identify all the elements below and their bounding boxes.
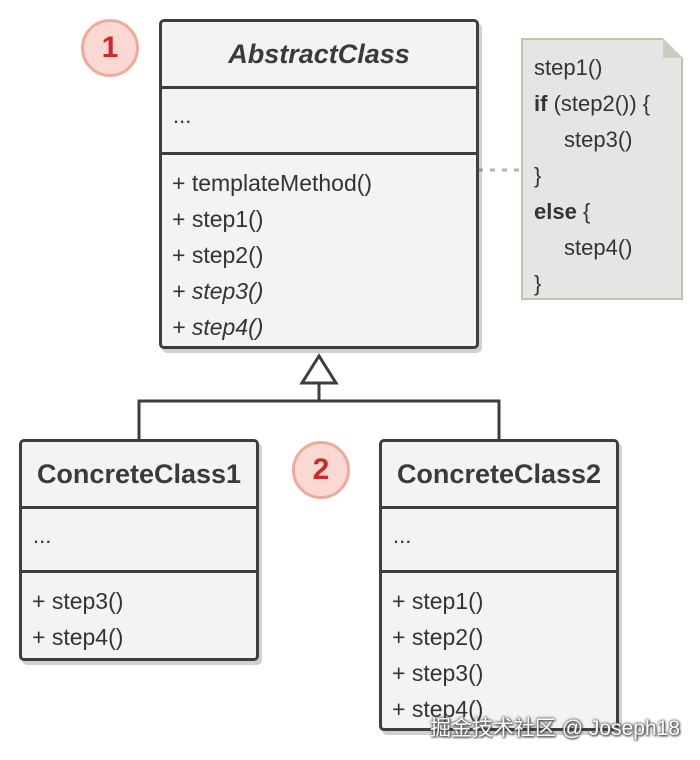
method-template-method: + templateMethod() bbox=[172, 170, 373, 196]
abstract-class-fields: ... bbox=[162, 86, 476, 152]
abstract-class-name: AbstractClass bbox=[228, 38, 410, 69]
method-step3: + step3() bbox=[32, 588, 124, 614]
note-line: } bbox=[534, 271, 542, 296]
concrete-class-2-fields: ... bbox=[382, 506, 616, 570]
method-step2: + step2() bbox=[172, 242, 264, 268]
method-step4: + step4() bbox=[392, 696, 484, 722]
note-keyword: else bbox=[534, 199, 577, 224]
concrete-class-2-name: ConcreteClass2 bbox=[396, 458, 602, 489]
method-step4: + step4() bbox=[32, 624, 124, 650]
method-step3-abstract: + step3() bbox=[172, 278, 264, 304]
note-fold-corner bbox=[663, 38, 683, 58]
abstract-class-methods: + templateMethod() + step1() + step2() +… bbox=[162, 152, 476, 346]
method-step4-abstract: + step4() bbox=[172, 314, 264, 340]
note-line: } bbox=[534, 163, 542, 188]
note-line: step4() bbox=[564, 235, 633, 260]
concrete-class-1-name: ConcreteClass1 bbox=[36, 458, 242, 489]
method-step1: + step1() bbox=[392, 588, 484, 614]
step-badge-1: 1 bbox=[81, 19, 139, 77]
method-step2: + step2() bbox=[392, 624, 484, 650]
note-line: if (step2()) { bbox=[534, 86, 681, 122]
abstract-class-box: AbstractClass ... + templateMethod() + s… bbox=[159, 19, 479, 349]
note-line: step3() bbox=[564, 127, 633, 152]
inheritance-branch bbox=[137, 399, 501, 440]
method-step3: + step3() bbox=[392, 660, 484, 686]
note-line: else { bbox=[534, 194, 681, 230]
concrete-class-1-fields: ... bbox=[22, 506, 256, 570]
note-text: (step2()) { bbox=[547, 91, 651, 116]
step-badge-2: 2 bbox=[292, 441, 350, 499]
concrete-class-2-box: ConcreteClass2 ... + step1() + step2() +… bbox=[379, 439, 619, 731]
note-keyword: if bbox=[534, 91, 548, 116]
inheritance-arrow bbox=[299, 353, 339, 385]
concrete-class-1-methods: + step3() + step4() bbox=[22, 570, 256, 658]
concrete-class-1-box: ConcreteClass1 ... + step3() + step4() bbox=[19, 439, 259, 661]
note-text: { bbox=[576, 199, 591, 224]
method-step1: + step1() bbox=[172, 206, 264, 232]
watermark: 掘金技术社区 @ Joseph18 bbox=[429, 717, 680, 740]
concrete-class-2-methods: + step1() + step2() + step3() + step4() bbox=[382, 570, 616, 728]
template-method-note: step1() if (step2()) { step3() } else { … bbox=[521, 38, 683, 300]
note-line: step1() bbox=[534, 55, 603, 80]
